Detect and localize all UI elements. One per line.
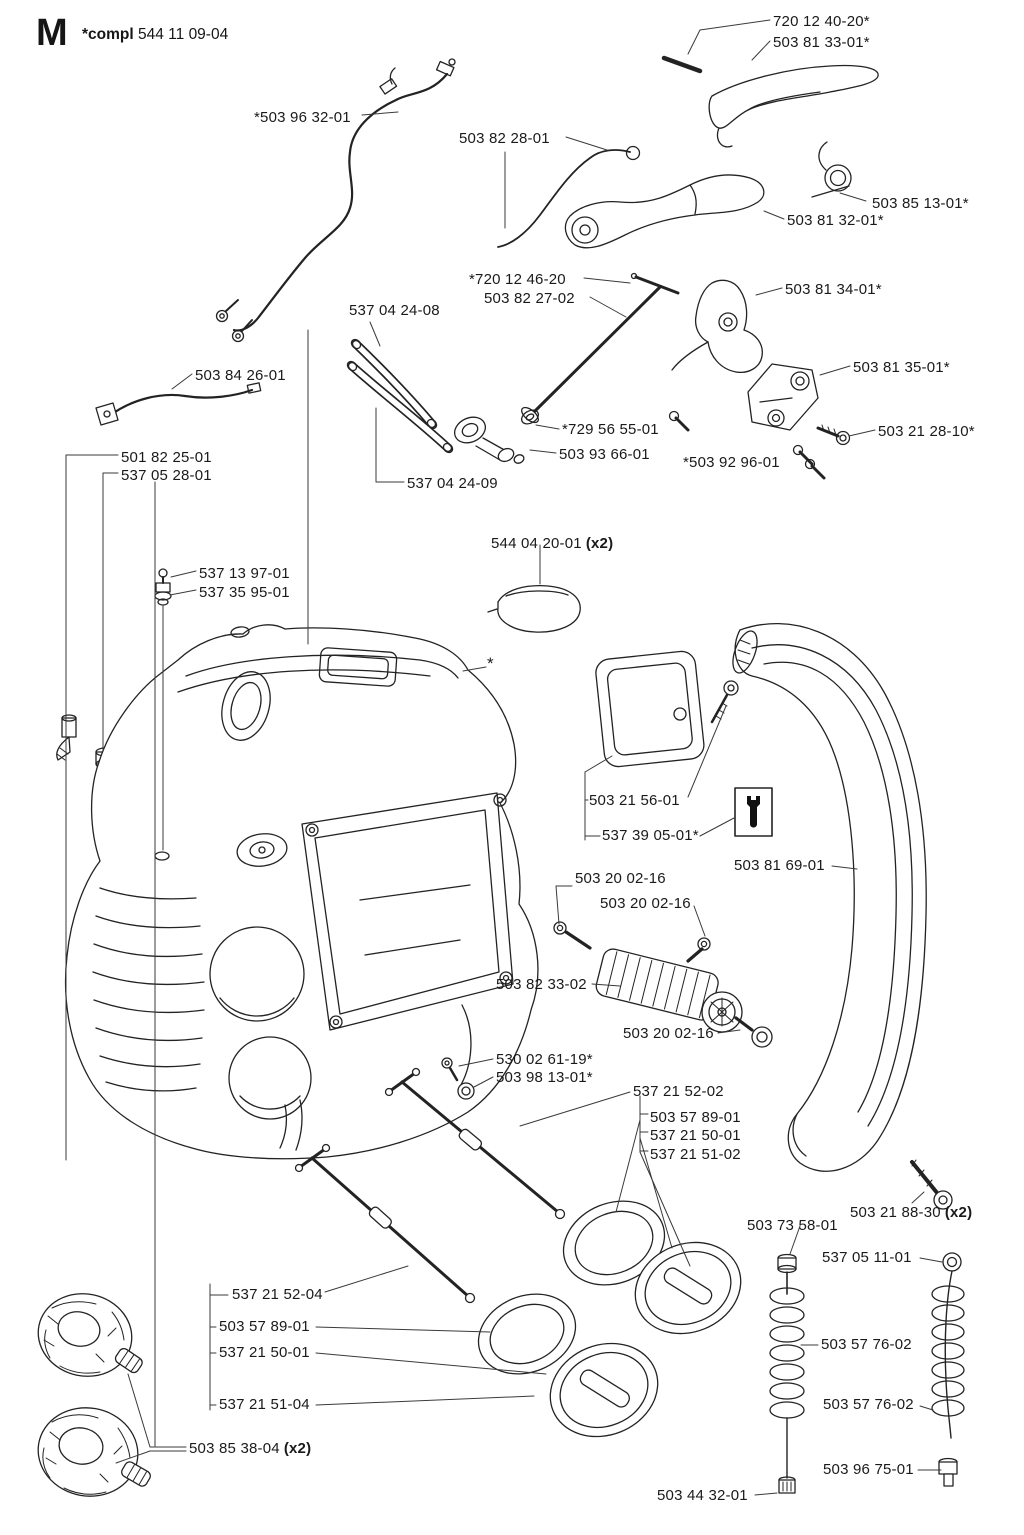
label-503-73-58-01: 503 73 58-01	[747, 1217, 838, 1234]
spring-rod-drawing	[294, 1067, 566, 1304]
label-503-44-32-01: 503 44 32-01	[657, 1487, 748, 1504]
label-503-21-56-01: 503 21 56-01	[589, 792, 680, 809]
fuel-cap-drawing	[477, 1200, 742, 1438]
label-729-56-55-01: *729 56 55-01	[562, 421, 659, 438]
compl-number: 544 11 09-04	[138, 26, 229, 43]
ground-lead-drawing	[95, 382, 262, 426]
throttle-bracket-drawing	[671, 279, 819, 431]
label-503-85-13-01: 503 85 13-01*	[872, 195, 969, 212]
compl-prefix: *compl	[82, 26, 134, 43]
wire-harness-drawing	[215, 58, 456, 343]
fuel-hoses-drawing	[346, 338, 454, 454]
label-503-21-88-30: 503 21 88-30(x2)	[850, 1204, 973, 1222]
rear-handle-drawing	[732, 623, 953, 1210]
crankcase-body-drawing	[64, 624, 539, 1160]
label-537-05-28-01: 537 05 28-01	[121, 467, 212, 484]
label-503-84-26-01: 503 84 26-01	[195, 367, 286, 384]
label-537-13-97-01: 537 13 97-01	[199, 565, 290, 582]
callout-leader-lines	[65, 19, 943, 1496]
throttle-rod-drawing	[521, 272, 680, 424]
tension-springs-drawing	[769, 1252, 965, 1494]
label-503-57-76-02-b: 503 57 76-02	[823, 1396, 914, 1413]
label-501-82-25-01: 501 82 25-01	[121, 449, 212, 466]
label-503-96-32-01: *503 96 32-01	[254, 109, 351, 126]
tool-box	[734, 787, 773, 837]
label-537-04-24-09: 537 04 24-09	[407, 475, 498, 492]
primer-cover-drawing	[487, 584, 581, 633]
wrench-icon	[747, 796, 760, 828]
screws-top-right-drawing	[668, 410, 851, 480]
label-503-93-66-01: 503 93 66-01	[559, 446, 650, 463]
label-537-35-95-01: 537 35 95-01	[199, 584, 290, 601]
label-asterisk: *	[487, 654, 494, 673]
label-503-57-89-01-a: 503 57 89-01	[650, 1109, 741, 1126]
label-503-57-89-01-b: 503 57 89-01	[219, 1318, 310, 1335]
bellows-mounts-drawing	[37, 1293, 151, 1497]
label-537-21-50-01-b: 537 21 50-01	[219, 1344, 310, 1361]
av-mount-drawing	[553, 921, 773, 1048]
label-530-02-61-19: 530 02 61-19*	[496, 1051, 593, 1068]
label-503-57-76-02-a: 503 57 76-02	[821, 1336, 912, 1353]
label-537-21-51-02: 537 21 51-02	[650, 1146, 741, 1163]
label-503-81-34-01: 503 81 34-01*	[785, 281, 882, 298]
small-screw-plug-drawing	[441, 1057, 475, 1100]
label-qty: (x2)	[585, 535, 614, 552]
label-503-85-38-04: 503 85 38-04(x2)	[189, 1440, 312, 1458]
label-503-81-35-01: 503 81 35-01*	[853, 359, 950, 376]
tank-grommet-drawing	[453, 409, 540, 464]
label-qty: (x2)	[944, 1204, 973, 1221]
tank-gasket-drawing	[595, 650, 739, 768]
label-537-21-52-04: 537 21 52-04	[232, 1286, 323, 1303]
label-503-81-32-01: 503 81 32-01*	[787, 212, 884, 229]
section-letter: M	[36, 12, 68, 54]
label-537-39-05-01: 537 39 05-01*	[602, 827, 699, 844]
label-503-20-02-16-a: 503 20 02-16	[575, 870, 666, 887]
label-503-82-28-01: 503 82 28-01	[459, 130, 550, 147]
label-503-92-96-01: *503 92 96-01	[683, 454, 780, 471]
label-544-04-20-01: 544 04 20-01(x2)	[491, 535, 614, 553]
throttle-trigger-drawing	[497, 141, 852, 249]
label-503-82-33-02: 503 82 33-02	[496, 976, 587, 993]
label-537-21-51-04: 537 21 51-04	[219, 1396, 310, 1413]
label-503-96-75-01: 503 96 75-01	[823, 1461, 914, 1478]
label-537-21-50-01-a: 537 21 50-01	[650, 1127, 741, 1144]
label-503-81-33-01: 503 81 33-01*	[773, 34, 870, 51]
label-text: 503 85 38-04	[189, 1440, 280, 1457]
label-503-20-02-16-c: 503 20 02-16	[623, 1025, 714, 1042]
label-537-05-11-01: 537 05 11-01	[822, 1249, 912, 1266]
label-503-82-27-02: 503 82 27-02	[484, 290, 575, 307]
compl-note: *compl 544 11 09-04	[82, 26, 228, 44]
label-qty: (x2)	[283, 1440, 312, 1457]
label-720-12-40-20: 720 12 40-20*	[773, 13, 870, 30]
label-503-20-02-16-b: 503 20 02-16	[600, 895, 691, 912]
label-503-81-69-01: 503 81 69-01	[734, 857, 825, 874]
label-537-21-52-02: 537 21 52-02	[633, 1083, 724, 1100]
throttle-lockout-lever-drawing	[661, 55, 879, 148]
label-503-21-28-10: 503 21 28-10*	[878, 423, 975, 440]
label-text: 544 04 20-01	[491, 535, 582, 552]
label-text: 503 21 88-30	[850, 1204, 941, 1221]
label-720-12-46-20: *720 12 46-20	[469, 271, 566, 288]
label-503-98-13-01: 503 98 13-01*	[496, 1069, 593, 1086]
label-537-04-24-08: 537 04 24-08	[349, 302, 440, 319]
